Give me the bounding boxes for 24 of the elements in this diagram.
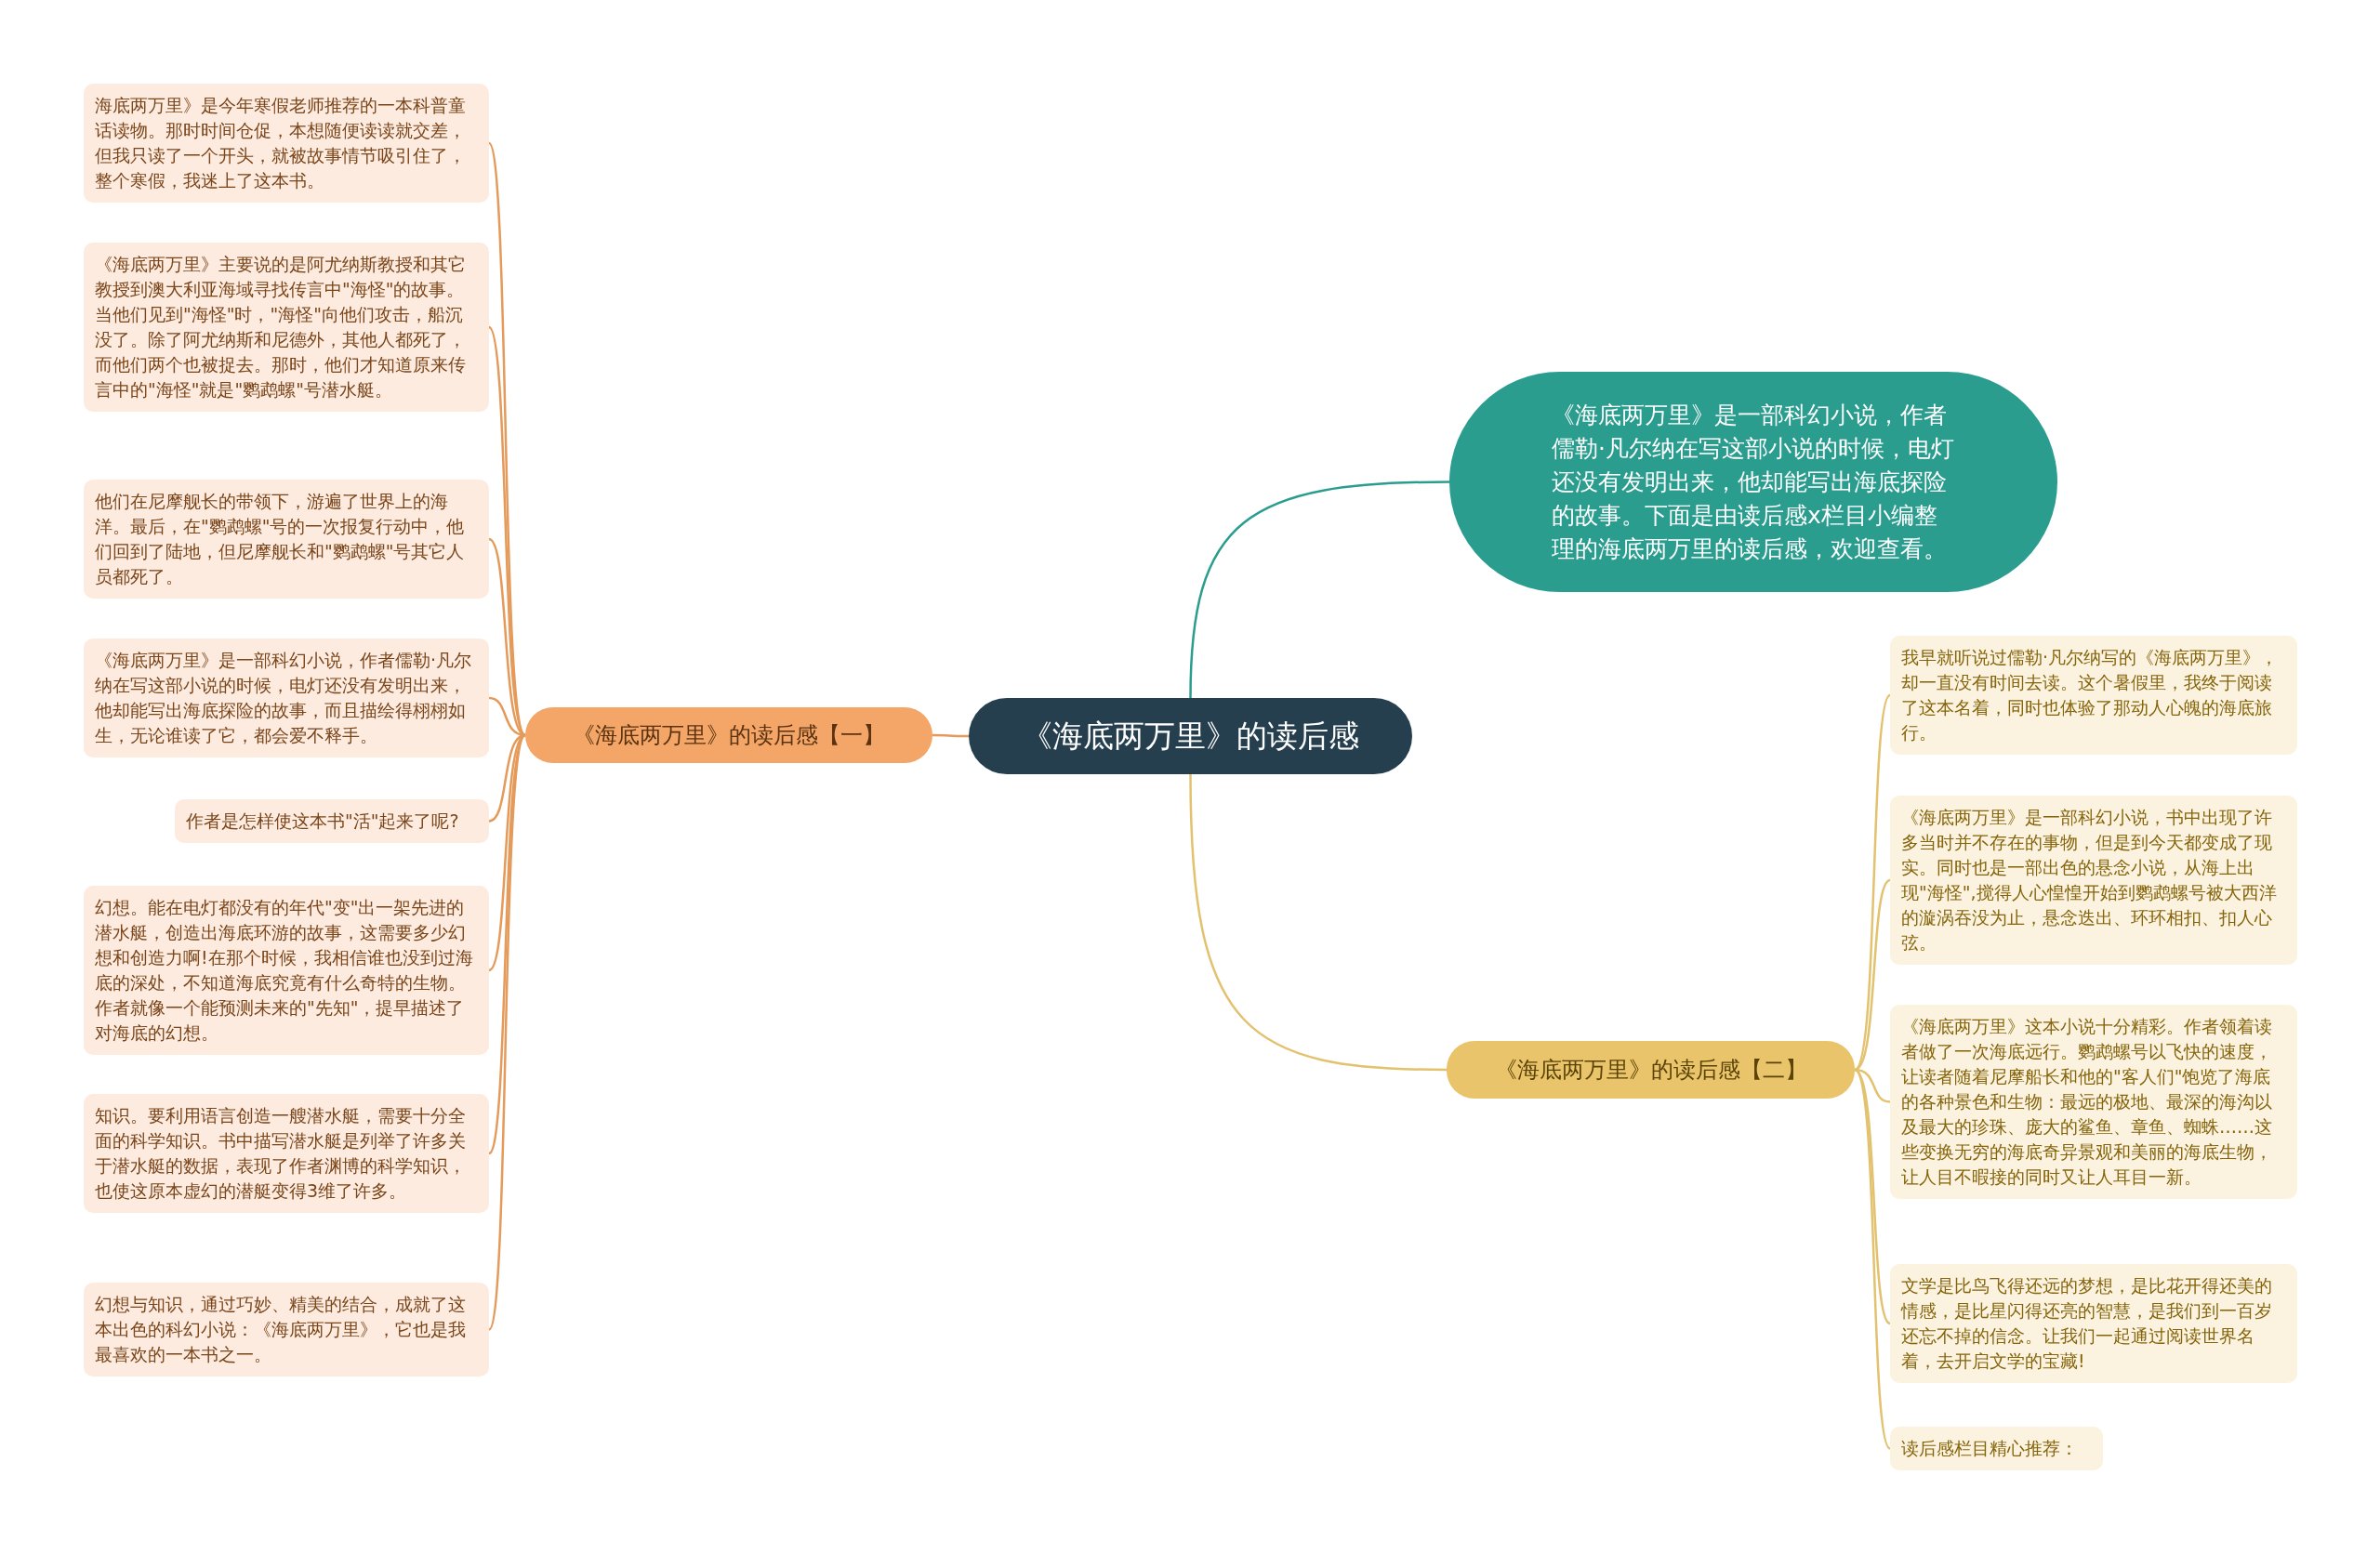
note-card: 文学是比鸟飞得还远的梦想，是比花开得还美的情感，是比星闪得还亮的智慧，是我们到一百岁还忘不掉的信念。让我们一起通过阅读世界名着，去开启文学的宝藏! [1890, 1264, 2297, 1383]
connector-line [932, 733, 969, 738]
branch-topic: 《海底两万里》的读后感【二】 [1447, 1041, 1855, 1099]
branch-topic: 《海底两万里》的读后感【一】 [525, 707, 932, 763]
summary-pill: 《海底两万里》是一部科幻小说，作者儒勒·凡尔纳在写这部小说的时候，电灯还没有发明出来，他却能写出海底探险的故事。下面是由读后感x栏目小编整理的海底两万里的读后感，欢迎查看。 [1449, 372, 2057, 592]
connector-line [487, 734, 527, 1330]
note-card: 《海底两万里》是一部科幻小说，作者儒勒·凡尔纳在写这部小说的时候，电灯还没有发明出来，他却能写出海底探险的故事，而且描绘得栩栩如生，无论谁读了它，都会爱不释手。 [84, 639, 489, 757]
note-card: 《海底两万里》是一部科幻小说，书中出现了许多当时并不存在的事物，但是到今天都变成了现实。同时也是一部出色的悬念小说，从海上出现"海怪",搅得人心惶惶开始到鹦鹉螺号被大西洋的漩涡吞没为止，悬念迭出、环环相扣、扣人心弦。 [1890, 796, 2297, 965]
connector-line [1854, 694, 1892, 1071]
note-card: 我早就听说过儒勒·凡尔纳写的《海底两万里》，却一直没有时间去读。这个暑假里，我终于阅读了这本名着，同时也体验了那动人心魄的海底旅行。 [1890, 636, 2297, 755]
connector-line [1854, 1069, 1892, 1450]
note-card: 他们在尼摩舰长的带领下，游遍了世界上的海洋。最后，在"鹦鹉螺"号的一次报复行动中，他们回到了陆地，但尼摩舰长和"鹦鹉螺"号其它人员都死了。 [84, 480, 489, 599]
connector-line [1854, 879, 1891, 1072]
connector-line [1189, 773, 1448, 1072]
connector-line [1189, 481, 1450, 699]
note-card: 《海底两万里》主要说的是阿尤纳斯教授和其它教授到澳大利亚海域寻找传言中"海怪"的故事。当他们见到"海怪"时，"海怪"向他们攻击，船沉没了。除了阿尤纳斯和尼德外，其他人都死了，而他们两个也被捉去。那时，他们才知道原来传言中的"海怪"就是"鹦鹉螺"号潜水艇。 [84, 243, 489, 412]
central-topic: 《海底两万里》的读后感 [969, 698, 1412, 774]
note-card: 知识。要利用语言创造一艘潜水艇，需要十分全面的科学知识。书中描写潜水艇是列举了许多关于潜水艇的数据，表现了作者渊博的科学知识，也使这原本虚幻的潜艇变得3维了许多。 [84, 1094, 489, 1213]
note-card: 读后感栏目精心推荐： [1890, 1427, 2103, 1470]
note-card: 幻想与知识，通过巧妙、精美的结合，成就了这本出色的科幻小说：《海底两万里》，它也是我最喜欢的一本书之一。 [84, 1283, 489, 1376]
note-card: 《海底两万里》这本小说十分精彩。作者领着读者做了一次海底远行。鹦鹉螺号以飞快的速度，让读者随着尼摩船长和他的"客人们"饱览了海底的各种景色和生物：最远的极地、最深的海沟以及最大的珍珠、庞大的鲨鱼、章鱼、蜘蛛……这些变换无穷的海底奇异景观和美丽的海底生物，让人目不暇接的同时又让人耳目一新。 [1890, 1005, 2297, 1199]
note-card: 海底两万里》是今年寒假老师推荐的一本科普童话读物。那时时间仓促，本想随便读读就交差，但我只读了一个开头，就被故事情节吸引住了，整个寒假，我迷上了这本书。 [84, 84, 489, 203]
note-card: 作者是怎样使这本书"活"起来了呢? [175, 799, 489, 843]
note-card: 幻想。能在电灯都没有的年代"变"出一架先进的潜水艇，创造出海底环游的故事，这需要多少幻想和创造力啊!在那个时候，我相信谁也没到过海底的深处，不知道海底究竟有什么奇特的生物。作者就像一个能预测未来的"先知"，提早描述了对海底的幻想。 [84, 886, 489, 1055]
